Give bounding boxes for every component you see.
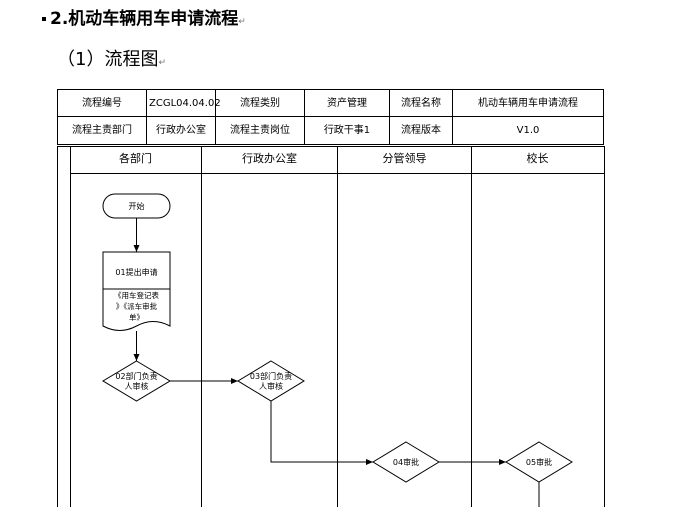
step04-decision: [372, 441, 440, 483]
lane-divider: [201, 147, 202, 507]
table-cell: 行政干事1: [304, 116, 390, 145]
sub-heading: （1）流程图↵: [57, 45, 166, 71]
heading-bullet: [42, 17, 46, 21]
table-row: 流程编号 ZCGL04.04.02 流程类别 资产管理 流程名称 机动车辆用车申…: [57, 89, 604, 117]
lane-header-president: 校长: [526, 152, 549, 165]
lane-divider: [337, 147, 338, 507]
document-shape: [102, 251, 171, 331]
table-row: 流程主责部门 行政办公室 流程主责岗位 行政干事1 流程版本 V1.0: [57, 116, 604, 145]
step02-decision: [102, 360, 171, 402]
table-cell: 机动车辆用车申请流程: [452, 89, 604, 117]
lane-header-supervising-leader: 分管领导: [382, 152, 427, 165]
table-cell: 流程类别: [215, 89, 305, 117]
flow-arrow: [270, 401, 373, 465]
step01-label: 01提出申请: [115, 267, 157, 277]
step03-decision: [237, 360, 305, 402]
start-label: 开始: [129, 201, 145, 211]
section-heading: 2.机动车辆用车申请流程↵: [50, 4, 246, 29]
paragraph-mark-icon: ↵: [238, 17, 246, 27]
table-cell: 行政办公室: [146, 116, 216, 145]
document-name-line3: 单》: [129, 312, 144, 322]
process-info-table: 流程编号 ZCGL04.04.02 流程类别 资产管理 流程名称 机动车辆用车申…: [57, 89, 604, 145]
step03-label-line1: 03部门负责: [250, 371, 292, 381]
table-cell: 流程主责岗位: [215, 116, 305, 145]
lane-divider: [70, 147, 71, 507]
lane-header-admin-office: 行政办公室: [242, 152, 297, 165]
document-name-line2: 》《派车审批: [116, 301, 158, 311]
step02-label-line1: 02部门负责: [115, 371, 157, 381]
section-heading-text: 2.机动车辆用车申请流程: [50, 9, 239, 29]
swimlane-diagram: 各部门 行政办公室 分管领导 校长 开始 01提出申请 《用车登记表 》《派车审…: [57, 146, 605, 507]
table-cell: 流程名称: [389, 89, 453, 117]
table-cell: 流程主责部门: [57, 116, 147, 145]
table-cell: V1.0: [452, 116, 604, 145]
table-cell: 流程编号: [57, 89, 147, 117]
step02-label-line2: 人审核: [125, 381, 149, 391]
flowchart-canvas: 开始 01提出申请 《用车登记表 》《派车审批 单》 02部门负责 人审核 03…: [102, 193, 573, 507]
table-cell: 资产管理: [304, 89, 390, 117]
step04-label: 04审批: [393, 457, 419, 467]
sub-heading-text: （1）流程图: [57, 49, 159, 70]
step03-label-line2: 人审核: [259, 381, 283, 391]
lane-divider: [471, 147, 472, 507]
step05-label: 05审批: [526, 457, 552, 467]
lane-header-departments: 各部门: [119, 152, 152, 165]
table-cell: ZCGL04.04.02: [146, 89, 221, 117]
table-cell: 流程版本: [389, 116, 453, 145]
document-name-line1: 《用车登记表: [114, 290, 159, 300]
paragraph-mark-icon: ↵: [158, 58, 166, 68]
